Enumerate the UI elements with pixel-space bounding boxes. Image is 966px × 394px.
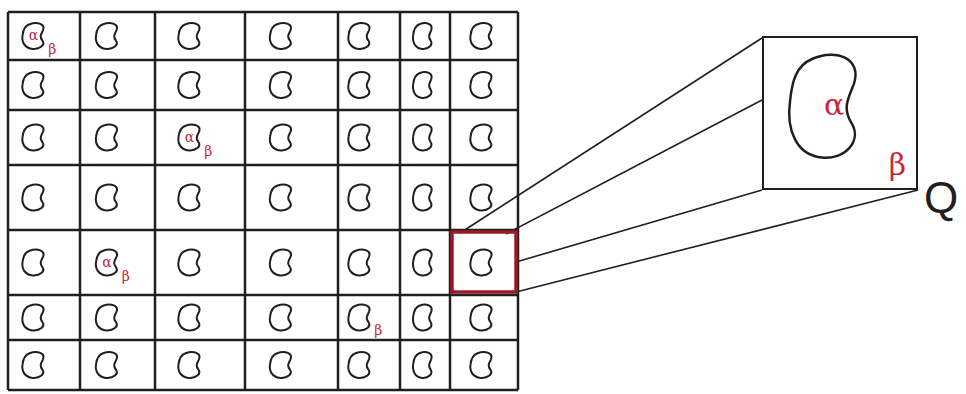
bean-outline: [178, 125, 199, 151]
bean-outline: [22, 125, 43, 151]
grid-line: [449, 12, 452, 390]
grid-cell: αβ: [155, 110, 245, 165]
bean-outline: [270, 305, 291, 331]
bean-outline: [348, 185, 369, 211]
bean-outline: [470, 72, 491, 98]
bean-outline: [413, 352, 432, 378]
zoom-box: αβ: [762, 36, 918, 190]
grid-line: [8, 11, 518, 14]
bean-outline: [22, 250, 43, 276]
greek-letter: α: [185, 130, 194, 144]
cell-grid: [8, 12, 518, 390]
callout-letter: Q: [924, 176, 958, 220]
grid-line: [337, 12, 340, 390]
bean-outline: [270, 185, 291, 211]
bean-outline: [413, 185, 432, 211]
bean-outline: [470, 23, 491, 49]
bean-outline: [348, 125, 369, 151]
bean-outline: [96, 185, 117, 211]
greek-letter: α: [824, 90, 844, 120]
bean-outline: [22, 23, 43, 49]
bean-outline: [348, 352, 369, 378]
bean-outline: [96, 250, 117, 276]
bean-outline: [22, 185, 43, 211]
bean-outline: [270, 72, 291, 98]
grid-line: [79, 12, 82, 390]
bean-outline: [413, 72, 432, 98]
bean-outline: [270, 23, 291, 49]
bean-outline: [270, 352, 291, 378]
highlighted-cell: [452, 232, 516, 292]
bean-outline: [178, 352, 199, 378]
grid-line: [8, 59, 518, 62]
bean-outline: [413, 125, 432, 151]
leader-line: [516, 190, 918, 292]
grid-line: [8, 389, 518, 392]
bean-outline: [178, 23, 199, 49]
bean-outline: [413, 250, 432, 276]
greek-letter: α: [102, 255, 111, 269]
bean-outline: [178, 72, 199, 98]
grid-cell: αβ: [8, 12, 80, 60]
grid-line: [8, 229, 518, 232]
zoom-leader-lines: [460, 38, 918, 292]
grid-cell: αβ: [80, 230, 155, 295]
bean-outline: [348, 250, 369, 276]
greek-letter: β: [122, 269, 130, 283]
bean-outline: [348, 72, 369, 98]
grid-line: [154, 12, 157, 390]
bean-outline: [348, 23, 369, 49]
bean-cells: [22, 23, 491, 378]
greek-letter: α: [29, 28, 38, 42]
greek-letter: β: [374, 323, 382, 337]
bean-outline: [22, 352, 43, 378]
bean-outline: [96, 125, 117, 151]
grid-line: [8, 109, 518, 112]
bean-outline: [348, 305, 369, 331]
bean-outline: [96, 305, 117, 331]
bean-outline: [96, 72, 117, 98]
leader-line: [506, 100, 762, 234]
grid-line: [517, 12, 520, 390]
greek-letter: β: [889, 150, 906, 180]
bean-outline: [22, 72, 43, 98]
grid-line: [8, 164, 518, 167]
bean-outline: [96, 23, 117, 49]
bean-outline: [96, 352, 117, 378]
bean-outline: [470, 185, 491, 211]
bean-outline: [470, 125, 491, 151]
bean-outline: [22, 305, 43, 331]
grid-line: [8, 339, 518, 342]
bean-outline: [413, 23, 432, 49]
greek-letter: β: [204, 144, 212, 158]
bean-outline: [470, 250, 491, 276]
zoomed-bean: [789, 55, 855, 158]
bean-outline: [178, 185, 199, 211]
bean-outline: [270, 250, 291, 276]
leader-line: [516, 190, 762, 262]
grid-line: [8, 294, 518, 297]
grid-cell: β: [338, 295, 400, 340]
grid-line: [399, 12, 402, 390]
bean-outline: [178, 305, 199, 331]
grid-line: [244, 12, 247, 390]
bean-outline: [413, 305, 432, 331]
bean-outline: [470, 352, 491, 378]
bean-outline: [270, 125, 291, 151]
bean-outline: [470, 305, 491, 331]
bean-outline: [178, 250, 199, 276]
greek-letter: β: [48, 42, 56, 56]
grid-line: [7, 12, 10, 390]
